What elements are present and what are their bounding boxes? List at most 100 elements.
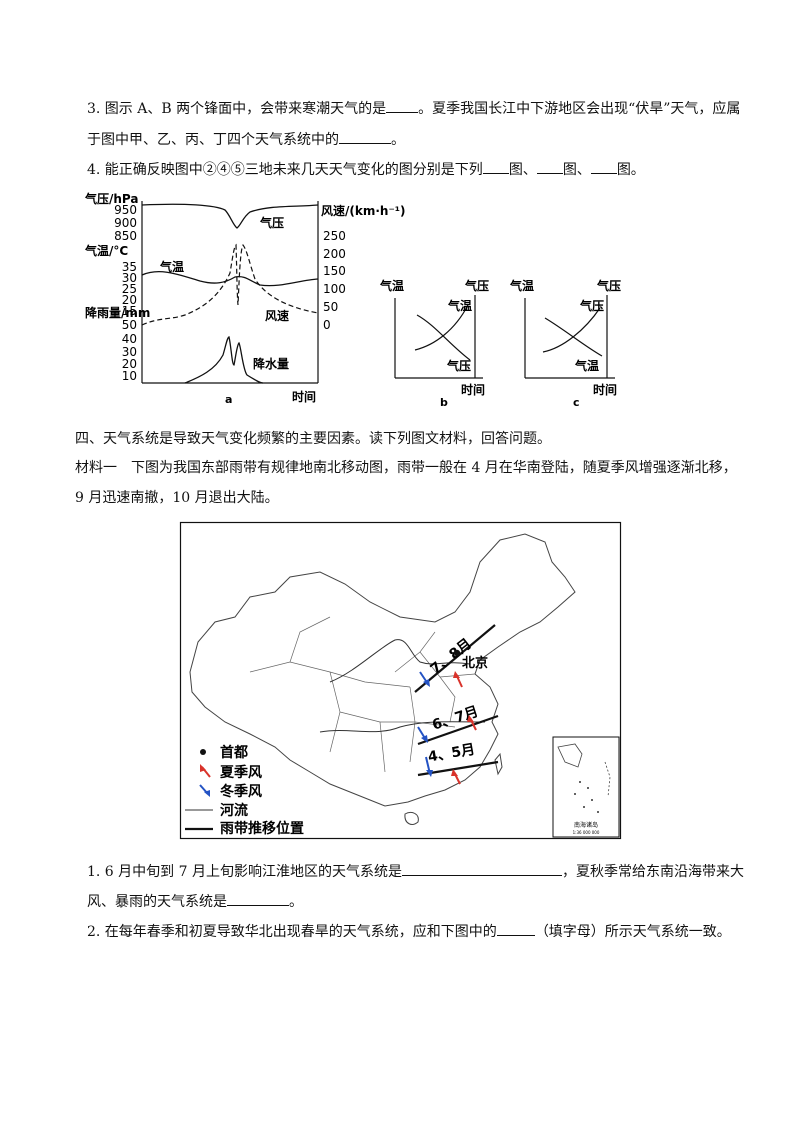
- winter-monsoon-arrow: [425, 756, 433, 777]
- q-s2-line: 2. 在每年春季和初夏导致华北出现春旱的天气系统，应和下图中的 （填字母）所示天气…: [87, 921, 731, 942]
- temp-axis-label: 气温/°C: [84, 243, 128, 258]
- wind-axis-label: 风速/(km·h⁻¹): [321, 203, 406, 218]
- q-s1-text-1: 1. 6 月中旬到 7 月上旬影响江淮地区的天气系统是: [87, 864, 402, 880]
- winter-monsoon-arrow: [417, 726, 428, 743]
- label-beijing: 北京: [462, 655, 488, 671]
- q-s1-line1: 1. 6 月中旬到 7 月上旬影响江淮地区的天气系统是 ，夏秋季常给东南沿海带来大: [87, 861, 744, 882]
- temp-axis-label: 气温: [509, 278, 534, 293]
- legend-river: 河流: [220, 802, 248, 819]
- winter-monsoon-arrow: [419, 671, 430, 687]
- material-1-line-2: 9 月迅速南撤，10 月退出大陆。: [75, 490, 279, 506]
- wind-tick: 50: [323, 300, 338, 314]
- q4-sep-1: 图、: [508, 162, 537, 178]
- q3-answer-blank-2[interactable]: [339, 129, 391, 144]
- curve-label-bottom: 气压: [446, 358, 471, 373]
- pressure-tick: 850: [114, 229, 137, 243]
- rain-tick: 10: [122, 369, 137, 383]
- temperature-curve-label: 气温: [159, 259, 184, 274]
- pressure-axis-label: 气压/hPa: [84, 191, 139, 206]
- rain-axis-label: 降雨量/mm: [85, 305, 150, 320]
- q4-answer-blank-1[interactable]: [482, 159, 509, 174]
- figure-b: 气温 气压 气温 气压 时间 b: [379, 278, 489, 409]
- q3-text-2: 。夏季我国长江中下游地区会出现“伏旱”天气，应属: [418, 101, 741, 117]
- q-s1-text-2: ，夏秋季常给东南沿海带来大: [561, 864, 744, 880]
- q4-answer-blank-2[interactable]: [536, 159, 563, 174]
- rain-tick: 20: [122, 357, 137, 371]
- temp-axis-label: 气温: [379, 278, 404, 293]
- china-outline: [189, 533, 576, 807]
- summer-monsoon-arrow: [453, 671, 463, 688]
- pressure-axis-label: 气压: [596, 278, 621, 293]
- legend-winter-monsoon: 冬季风: [220, 783, 262, 800]
- wind-tick: 250: [323, 229, 346, 243]
- rain-tick: 40: [122, 332, 137, 346]
- q-s2-answer-blank[interactable]: [496, 921, 535, 936]
- q-s1-line2: 风、暴雨的天气系统是 。: [87, 891, 303, 912]
- hainan-island: [404, 811, 419, 825]
- curve-label-top: 气温: [447, 298, 472, 313]
- wind-speed-curve: [141, 243, 319, 326]
- figure-b-caption: b: [440, 396, 448, 409]
- legend-capital-icon: [200, 749, 206, 755]
- wind-tick: 150: [323, 264, 346, 278]
- curve-label-bottom: 气温: [574, 358, 599, 373]
- pressure-curve-label: 气压: [259, 215, 284, 230]
- temperature-curve: [141, 271, 319, 287]
- q3-text-1: 3. 图示 A、B 两个锋面中，会带来寒潮天气的是: [87, 101, 387, 117]
- china-rain-belt-map: 7、8月 北京 6、7月 4、5月 首都 夏季风 冬季风 河流 雨带推移位置 南…: [179, 521, 622, 840]
- precipitation-curve: [184, 336, 264, 384]
- legend-rain-belt: 雨带推移位置: [220, 820, 304, 837]
- legend-summer-monsoon-icon: [200, 764, 211, 778]
- q4-line: 4. 能正确反映图中②④⑤三地未来几天天气变化的图分别是下列 图、 图、 图。: [87, 159, 645, 180]
- q4-text-1: 4. 能正确反映图中②④⑤三地未来几天天气变化的图分别是下列: [87, 162, 483, 178]
- q4-end: 图。: [616, 162, 645, 178]
- rain-tick: 30: [122, 345, 137, 359]
- q3-text-end: 。: [391, 132, 405, 148]
- section-4-title: 四、天气系统是导致天气变化频繁的主要因素。读下列图文材料，回答问题。: [75, 431, 551, 447]
- x-axis-label: 时间: [593, 382, 617, 397]
- temp-tick: 30: [122, 271, 137, 285]
- pressure-tick: 950: [114, 203, 137, 217]
- figure-a-caption: a: [225, 393, 232, 406]
- rain-tick: 50: [122, 318, 137, 332]
- temperature-curve: [542, 307, 601, 353]
- south-china-sea-inset: 南海诸岛 1:36 000 000: [552, 736, 620, 838]
- pressure-axis-label: 气压: [464, 278, 489, 293]
- temp-tick: 20: [122, 293, 137, 307]
- temp-tick: 25: [122, 282, 137, 296]
- q-s1-answer-blank-1[interactable]: [401, 861, 562, 876]
- q-s1-end: 。: [289, 894, 303, 910]
- wind-tick: 0: [323, 318, 331, 332]
- beijing-dot: [453, 649, 461, 657]
- summer-monsoon-arrow: [451, 769, 461, 785]
- figure-c-caption: c: [573, 396, 580, 409]
- wind-speed-curve-label: 风速: [265, 308, 289, 323]
- yellow-river: [329, 639, 471, 683]
- taiwan-island: [494, 752, 503, 776]
- q4-sep-2: 图、: [562, 162, 591, 178]
- q3-text-3: 于图中甲、乙、丙、丁四个天气系统中的: [87, 132, 339, 148]
- x-axis-label: 时间: [292, 389, 316, 404]
- q-s1-text-3: 风、暴雨的天气系统是: [87, 894, 227, 910]
- temp-tick: 35: [122, 260, 137, 274]
- q-s2-text-2: （填字母）所示天气系统一致。: [534, 924, 731, 940]
- pressure-curve: [414, 304, 469, 351]
- inset-caption: 南海诸岛: [574, 821, 598, 829]
- q-s1-answer-blank-2[interactable]: [227, 891, 289, 906]
- x-axis-label: 时间: [461, 382, 485, 397]
- inset-scale: 1:36 000 000: [573, 830, 600, 835]
- wind-tick: 200: [323, 247, 346, 261]
- province-boundaries: [249, 616, 476, 773]
- material-1-line-1: 材料一 下图为我国东部雨带有规律地南北移动图，雨带一般在 4 月在华南登陆，随夏…: [75, 460, 737, 476]
- legend-summer-monsoon: 夏季风: [220, 764, 262, 781]
- q4-answer-blank-3[interactable]: [590, 159, 617, 174]
- q-s2-text-1: 2. 在每年春季和初夏导致华北出现春旱的天气系统，应和下图中的: [87, 924, 497, 940]
- pressure-curve: [544, 317, 603, 357]
- wind-tick: 100: [323, 282, 346, 296]
- curve-label-top: 气压: [579, 298, 604, 313]
- legend-capital: 首都: [220, 744, 248, 761]
- q3-line1: 3. 图示 A、B 两个锋面中，会带来寒潮天气的是 。夏季我国长江中下游地区会出现…: [87, 98, 740, 119]
- temperature-curve: [416, 314, 471, 361]
- q3-answer-blank-1[interactable]: [386, 98, 419, 113]
- yangtze-river: [319, 721, 486, 733]
